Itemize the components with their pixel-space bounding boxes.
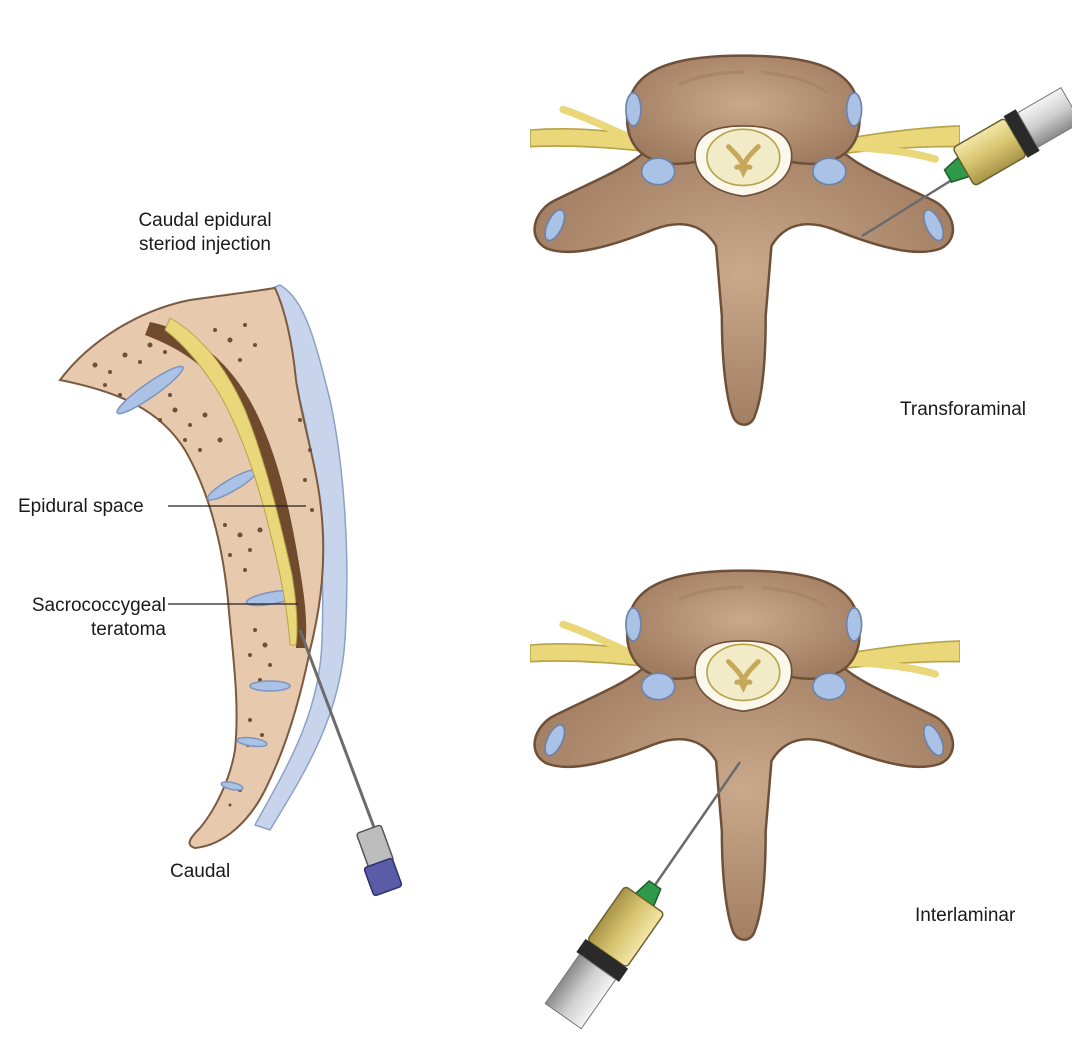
epidural-space-label: Epidural space (18, 495, 144, 518)
caudal-title-line2: steriod injection (110, 233, 300, 257)
interlaminar-syringe (542, 762, 740, 1031)
sacro-label-line2: teratoma (0, 618, 166, 642)
interlaminar-vertebra (530, 571, 960, 940)
caudal-caption: Caudal (170, 860, 230, 883)
caudal-title-line1: Caudal epidural (110, 209, 300, 233)
transforaminal-vertebra (530, 56, 960, 425)
sacro-label-line1: Sacrococcygeal (0, 594, 166, 618)
interlaminar-caption: Interlaminar (915, 904, 1015, 927)
caudal-needle (300, 630, 402, 896)
sacrum-illustration (60, 285, 347, 848)
caudal-title: Caudal epidural steriod injection (110, 209, 300, 257)
sacrococcygeal-label: Sacrococcygeal teratoma (0, 594, 166, 642)
transforaminal-caption: Transforaminal (900, 398, 1026, 421)
